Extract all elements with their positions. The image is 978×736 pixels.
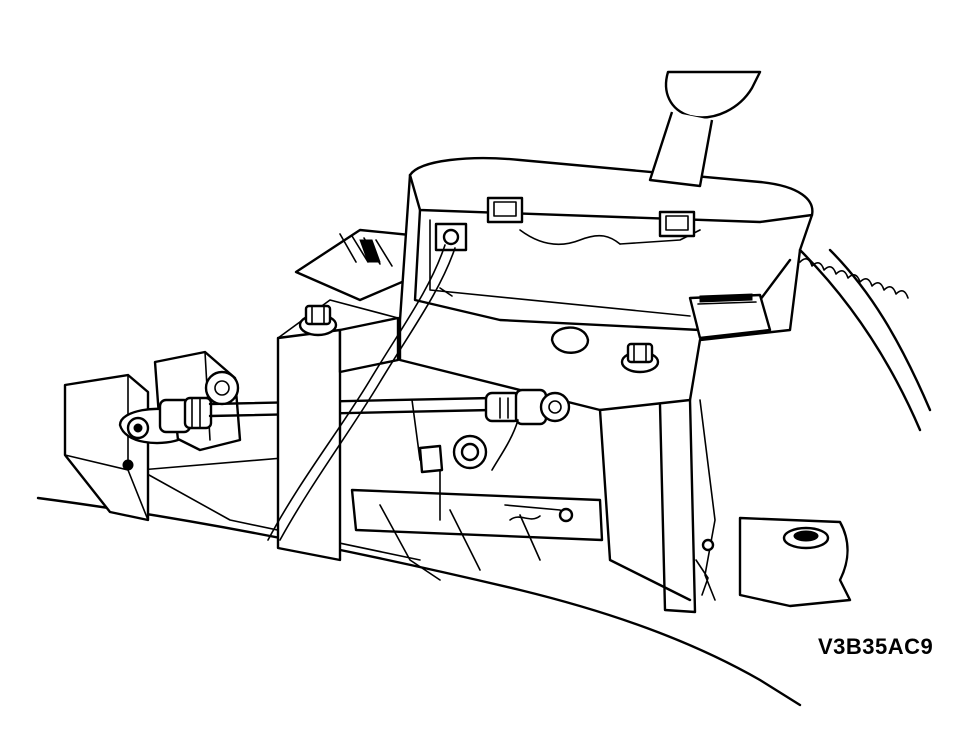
hex-bolt-right (622, 344, 658, 372)
housing-windows (436, 198, 694, 250)
figure-id-label: V3B35AC9 (818, 634, 934, 659)
right-base-plate (696, 400, 850, 606)
hex-bolt-left (300, 306, 336, 335)
shift-lever (650, 72, 760, 186)
spring-and-clip (505, 505, 572, 521)
cable-adjuster (454, 390, 569, 470)
shifter-housing (400, 158, 812, 410)
shift-cable-assembly (120, 372, 492, 470)
right-side-cable (800, 250, 930, 430)
lower-frame (352, 400, 695, 612)
harness-wire (268, 245, 455, 540)
